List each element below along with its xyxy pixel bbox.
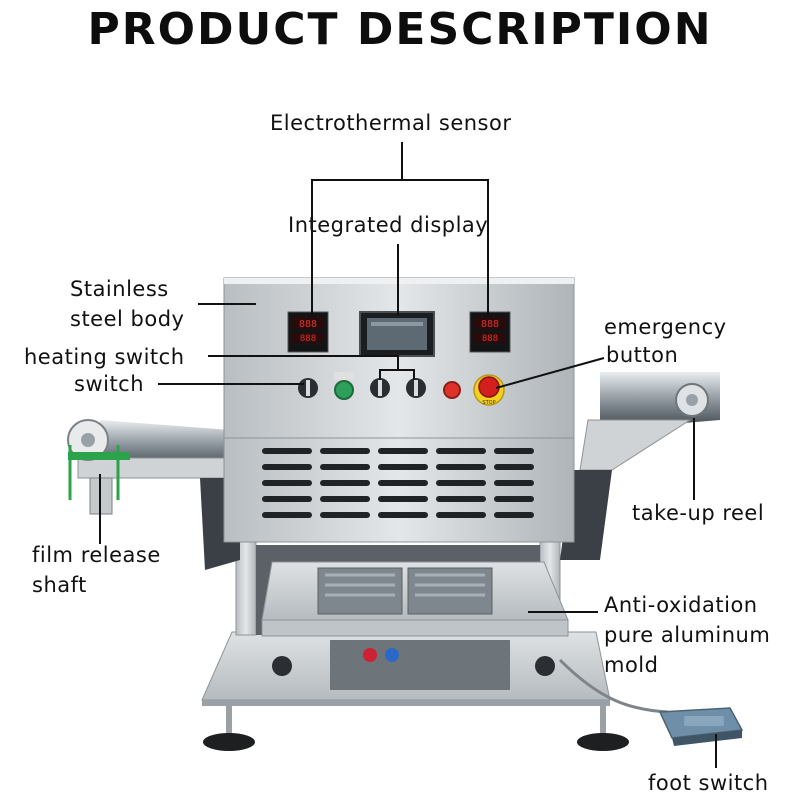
label-stainless-line1: Stainless: [70, 277, 169, 301]
foot-switch-icon: [558, 658, 744, 746]
label-heating-switch: heating switch: [24, 345, 185, 369]
machine-feet: [203, 706, 629, 751]
label-film-release-line1: film release: [32, 543, 161, 567]
integrated-display-screen: [359, 311, 435, 357]
controller-right-readout: 888: [481, 319, 499, 330]
emergency-stop-icon: STOP: [473, 374, 505, 406]
temperature-controller-right: 888 888: [469, 311, 511, 353]
switch-knob-icon: [406, 378, 426, 398]
label-foot-switch: foot switch: [648, 771, 769, 795]
svg-text:888: 888: [482, 334, 498, 344]
label-mold-line2: pure aluminum: [604, 623, 771, 647]
label-emergency-line1: emergency: [604, 315, 727, 339]
label-mold-line1: Anti-oxidation: [604, 593, 758, 617]
aluminum-mold: [261, 561, 569, 637]
label-emergency-line2: button: [606, 343, 679, 367]
controller-left-readout: 888: [299, 319, 317, 330]
switch-panel: [298, 372, 461, 400]
label-switch: switch: [74, 372, 145, 396]
label-take-up-reel: take-up reel: [632, 501, 765, 525]
label-film-release-line2: shaft: [32, 573, 87, 597]
indicator-light-icon: [443, 381, 461, 399]
take-up-reel: [560, 372, 720, 560]
heating-chamber: [223, 435, 575, 543]
temperature-controller-left: 888 888: [287, 311, 329, 353]
switch-knob-icon: [298, 378, 318, 398]
leader-lines: [99, 142, 717, 768]
start-button-icon: [334, 372, 354, 400]
stop-text: STOP: [482, 400, 495, 406]
switch-knob-icon: [370, 378, 390, 398]
page-title: PRODUCT DESCRIPTION: [87, 4, 713, 55]
label-mold-line3: mold: [604, 653, 659, 677]
film-release-shaft: [67, 419, 240, 570]
label-electrothermal-sensor: Electrothermal sensor: [270, 111, 512, 135]
label-integrated-display: Integrated display: [288, 213, 489, 237]
svg-text:888: 888: [300, 334, 316, 344]
label-stainless-line2: steel body: [70, 307, 185, 331]
